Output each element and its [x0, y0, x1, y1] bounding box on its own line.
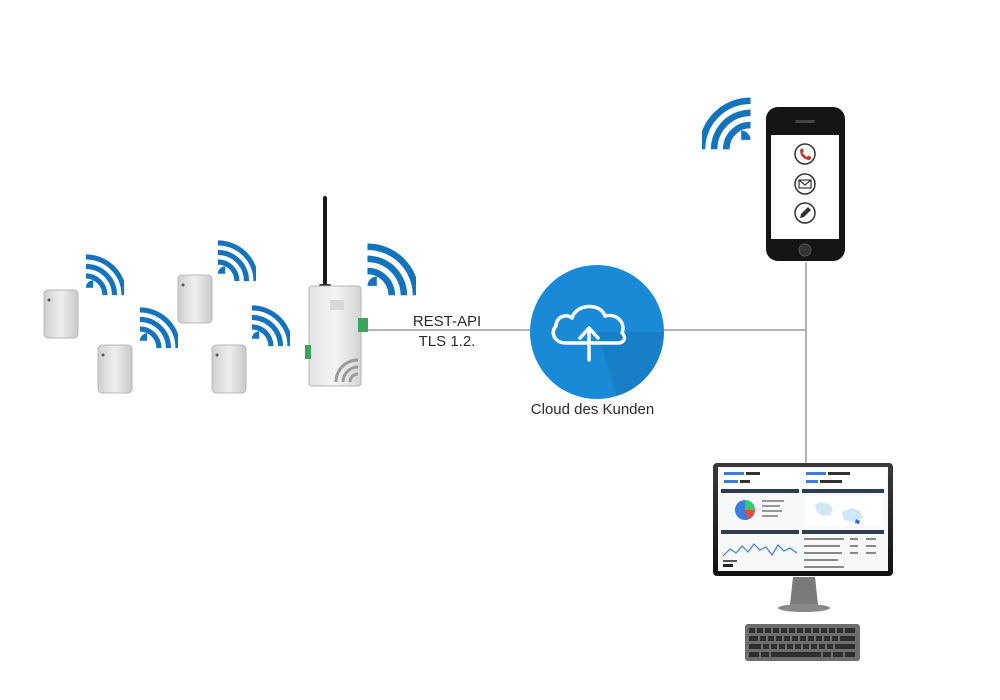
connector-lines — [368, 262, 807, 464]
sensor-2 — [97, 344, 133, 394]
antenna — [323, 196, 327, 290]
wifi-icon — [252, 308, 290, 346]
phone-icon — [794, 143, 816, 165]
keyboard — [745, 624, 860, 661]
wifi-icon — [140, 310, 178, 348]
cloud-node — [530, 265, 664, 399]
cloud-label: Cloud des Kunden — [530, 401, 655, 418]
mail-icon — [794, 173, 816, 195]
sensor-3 — [177, 274, 213, 324]
wifi-icon — [702, 101, 751, 150]
analytics-dashboard — [720, 469, 886, 568]
sensor-4 — [211, 344, 247, 394]
wifi-icon — [218, 243, 256, 281]
monitor — [713, 463, 893, 612]
cloud-upload-icon — [551, 304, 627, 362]
wifi-icon — [367, 247, 416, 296]
sensor-1 — [43, 289, 79, 339]
wifi-icon — [86, 257, 124, 295]
connection-security-label: TLS 1.2. — [418, 333, 476, 350]
connection-protocol-label: REST-API — [412, 313, 482, 330]
gateway-device — [305, 196, 368, 387]
smartphone — [766, 107, 845, 261]
